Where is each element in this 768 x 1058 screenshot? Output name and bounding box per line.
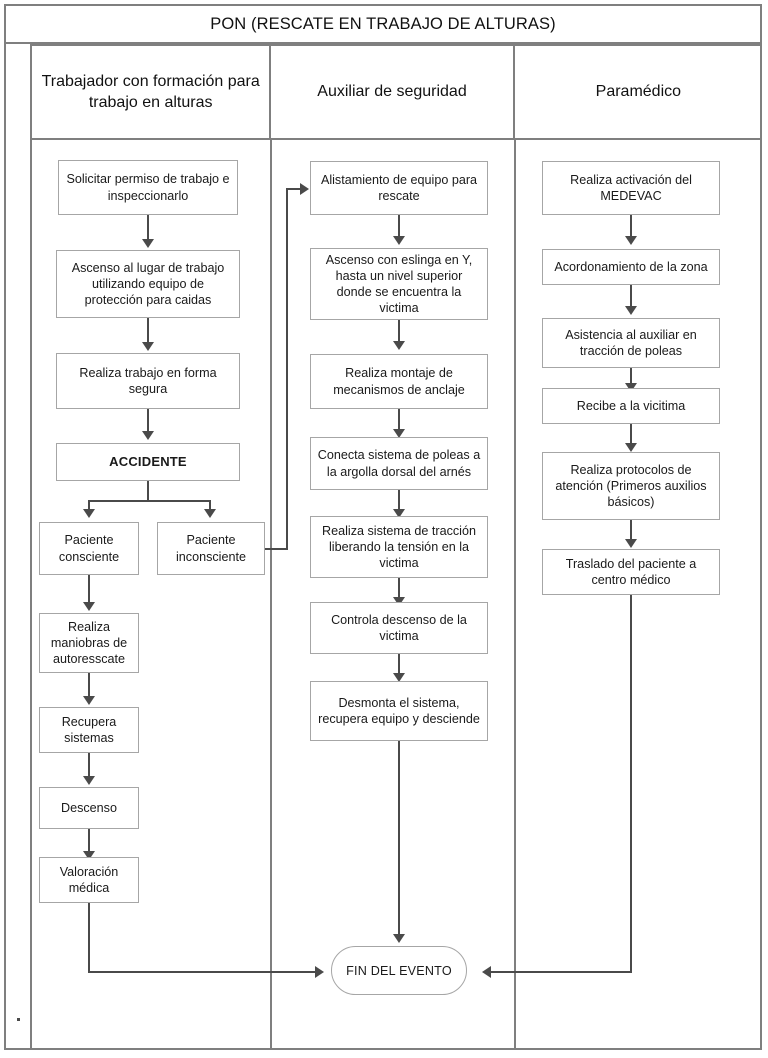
arrowhead-t8-t9 [83,851,95,860]
node-ascenso-eslinga[interactable]: Ascenso con eslinga en Y, hasta un nivel… [310,248,488,320]
arrowhead-a2-a3 [393,341,405,350]
connector-t7-t8 [88,753,90,783]
connector-p3-p4 [630,368,632,390]
connector-a4-a5 [398,490,400,516]
node-recibe-victima[interactable]: Recibe a la vicitima [542,388,720,424]
arrowhead-a3-a4 [393,429,405,438]
connector-t5b-up [286,188,288,550]
connector-t6-t7 [88,673,90,703]
node-accidente[interactable]: ACCIDENTE [56,443,240,481]
connector-t9-end-horizontal [88,971,320,973]
connector-a1-a2 [398,215,400,243]
connector-t5a-t6 [88,575,90,609]
connector-a6-a7 [398,654,400,680]
node-descenso[interactable]: Descenso [39,787,139,829]
node-traslado-centro-medico[interactable]: Traslado del paciente a centro médico [542,549,720,595]
connector-p1-p2 [630,215,632,243]
node-solicitar-permiso[interactable]: Solicitar permiso de trabajo e inspeccio… [58,160,238,215]
arrowhead-t3-t4 [142,431,154,440]
connector-t8-t9 [88,829,90,858]
connector-a5-a6 [398,578,400,604]
node-montaje-anclaje[interactable]: Realiza montaje de mecanismos de anclaje [310,354,488,409]
arrowhead-a1-a2 [393,236,405,245]
connector-a3-a4 [398,409,400,436]
lane-divider-2 [514,140,516,1048]
arrowhead-t5a-t6 [83,602,95,611]
arrowhead-a5-a6 [393,597,405,606]
node-acordonamiento-zona[interactable]: Acordonamiento de la zona [542,249,720,285]
connector-t9-end-vertical [88,903,90,973]
arrowhead-t2-t3 [142,342,154,351]
connector-t2-t3 [147,318,149,349]
arrowhead-p1-p2 [625,236,637,245]
arrowhead-accidente-inconsciente [204,509,216,518]
arrowhead-t1-t2 [142,239,154,248]
connector-t3-t4 [147,409,149,438]
connector-accidente-split [88,500,211,502]
diagram-title-bar: PON (RESCATE EN TRABAJO DE ALTURAS) [4,4,762,44]
connector-accidente-right-drop [209,500,211,516]
arrowhead-p2-p3 [625,306,637,315]
node-valoracion-medica[interactable]: Valoración médica [39,857,139,903]
connector-a7-end [398,741,400,941]
connector-t5b-into-a1 [286,188,304,190]
node-fin-del-evento[interactable]: FIN DEL EVENTO [331,946,467,995]
arrowhead-a7-end [393,934,405,943]
arrowhead-p3-p4 [625,383,637,392]
node-sistema-traccion[interactable]: Realiza sistema de tracción liberando la… [310,516,488,578]
arrowhead-a4-a5 [393,509,405,518]
connector-accidente-stem [147,481,149,501]
node-paciente-inconsciente[interactable]: Paciente inconsciente [157,522,265,575]
node-alistamiento-equipo[interactable]: Alistamiento de equipo para rescate [310,161,488,215]
gutter-divider [30,44,32,1048]
arrowhead-p4-p5 [625,443,637,452]
connector-p5-p6 [630,520,632,546]
connector-p6-end-horizontal [490,971,632,973]
lane-divider-1 [270,140,272,1048]
connector-a2-a3 [398,320,400,348]
arrowhead-a6-a7 [393,673,405,682]
lane-header-auxiliar: Auxiliar de seguridad [271,46,515,138]
node-controla-descenso[interactable]: Controla descenso de la victima [310,602,488,654]
connector-p4-p5 [630,424,632,450]
node-realiza-trabajo-seguro[interactable]: Realiza trabajo en forma segura [56,353,240,409]
node-activacion-medevac[interactable]: Realiza activación del MEDEVAC [542,161,720,215]
arrowhead-p5-p6 [625,539,637,548]
node-ascenso-lugar-trabajo[interactable]: Ascenso al lugar de trabajo utilizando e… [56,250,240,318]
connector-t5b-out [265,548,288,550]
arrowhead-accidente-consciente [83,509,95,518]
node-recupera-sistemas[interactable]: Recupera sistemas [39,707,139,753]
connector-accidente-left-drop [88,500,90,516]
connector-t1-t2 [147,215,149,246]
arrowhead-t6-t7 [83,696,95,705]
corner-mark [17,1018,20,1021]
node-maniobras-autorescate[interactable]: Realiza maniobras de autoresscate [39,613,139,673]
lane-header-paramedico: Paramédico [595,83,682,101]
page-title: PON (RESCATE EN TRABAJO DE ALTURAS) [210,14,556,33]
node-desmonta-sistema[interactable]: Desmonta el sistema, recupera equipo y d… [310,681,488,741]
node-conecta-poleas[interactable]: Conecta sistema de poleas a la argolla d… [310,437,488,490]
node-asistencia-auxiliar[interactable]: Asistencia al auxiliar en tracción de po… [542,318,720,368]
arrowhead-t5b-a1 [300,183,309,195]
swimlane-header-row: Trabajador con formación para trabajo en… [30,44,762,140]
arrowhead-t7-t8 [83,776,95,785]
connector-p6-end-vertical [630,595,632,973]
node-paciente-consciente[interactable]: Paciente consciente [39,522,139,575]
node-protocolos-atencion[interactable]: Realiza protocolos de atención (Primeros… [542,452,720,520]
arrowhead-p6-end [482,966,491,978]
connector-p2-p3 [630,285,632,313]
lane-header-trabajador: Trabajador con formación para trabajo en… [32,46,272,138]
arrowhead-t9-end [315,966,324,978]
